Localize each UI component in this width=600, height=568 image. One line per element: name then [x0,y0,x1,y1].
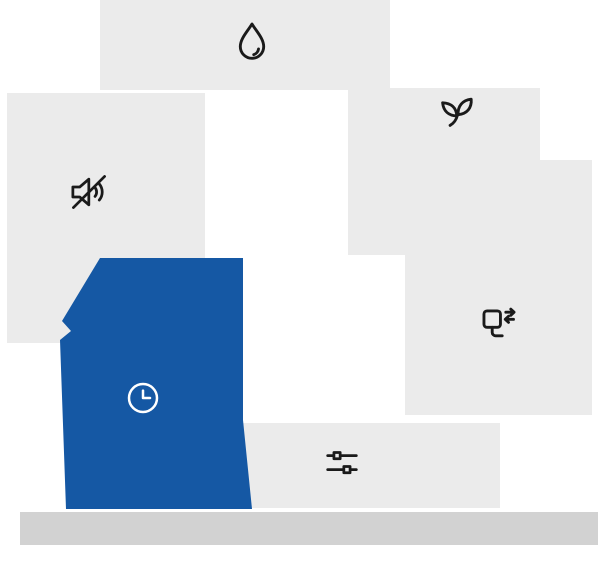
leaves-icon [434,89,480,135]
accent-polygon [60,258,252,509]
droplet-icon [229,19,275,65]
bottom-bar [20,512,598,545]
clock-icon [123,378,163,418]
tile-settings[interactable] [210,423,500,508]
speaker-mute-icon [67,170,111,214]
tile-connect[interactable] [405,160,592,415]
plug-swap-icon [474,299,520,345]
tile-time-selected[interactable] [55,255,255,513]
sliders-icon [320,441,364,485]
tile-water[interactable] [100,0,390,90]
